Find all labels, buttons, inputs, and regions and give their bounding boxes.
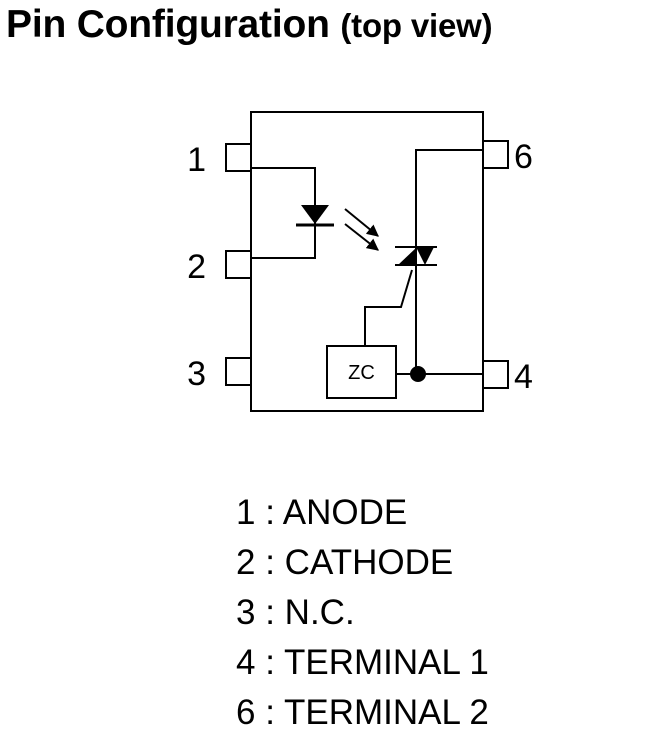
pin-list-name: TERMINAL 1	[284, 643, 489, 682]
pin-2-stub	[225, 250, 252, 279]
pin-number-3: 3	[187, 355, 206, 393]
pin-1-stub	[225, 143, 252, 172]
title-note: (top view)	[340, 7, 493, 44]
pin-list-number: 4	[236, 643, 256, 682]
pin-list-separator: :	[265, 493, 275, 532]
page-title: Pin Configuration (top view)	[6, 2, 493, 49]
pin-list-number: 3	[236, 593, 256, 632]
pin-list-name: TERMINAL 2	[284, 693, 489, 732]
light-arrow-lower	[344, 223, 379, 251]
pin-number-6: 6	[514, 138, 533, 176]
pin-list-separator: :	[265, 643, 275, 682]
pin-3-stub	[225, 357, 252, 386]
pin-list-name: ANODE	[282, 493, 408, 532]
pin-list-number: 2	[236, 543, 256, 582]
led-triangle	[301, 205, 329, 224]
pin-number-4: 4	[514, 358, 533, 396]
junction-dot	[410, 366, 426, 382]
pin-list-item: 6 : TERMINAL 2	[236, 688, 489, 738]
triac-gate-line	[364, 269, 413, 346]
pin-number-2: 2	[187, 248, 206, 286]
pin-4-stub	[482, 360, 509, 389]
pin-list-name: CATHODE	[284, 543, 454, 582]
triac-left-triangle	[398, 247, 417, 265]
pin-list-separator: :	[265, 593, 275, 632]
pin-list-item: 2 : CATHODE	[236, 538, 489, 588]
zc-block	[326, 345, 397, 399]
pin-configuration-diagram: 1 2 3 6 4 ZC	[187, 111, 533, 412]
pin-list-separator: :	[265, 693, 275, 732]
led-wiring	[251, 167, 316, 259]
triac-right-triangle	[416, 247, 434, 265]
pin-6-stub	[482, 140, 509, 169]
pin-list-separator: :	[265, 543, 275, 582]
pin-number-1: 1	[187, 141, 206, 179]
pin-list: 1 : ANODE 2 : CATHODE 3 : N.C. 4 : TERMI…	[236, 488, 489, 738]
zc-label: ZC	[348, 362, 375, 384]
title-text: Pin Configuration	[6, 3, 330, 46]
light-arrow-upper	[344, 208, 379, 237]
pin-list-name: N.C.	[284, 593, 355, 632]
pin-list-item: 4 : TERMINAL 1	[236, 638, 489, 688]
pin-list-item: 1 : ANODE	[236, 488, 489, 538]
pin-list-number: 1	[236, 493, 256, 532]
pin-list-item: 3 : N.C.	[236, 588, 489, 638]
pin-list-number: 6	[236, 693, 256, 732]
